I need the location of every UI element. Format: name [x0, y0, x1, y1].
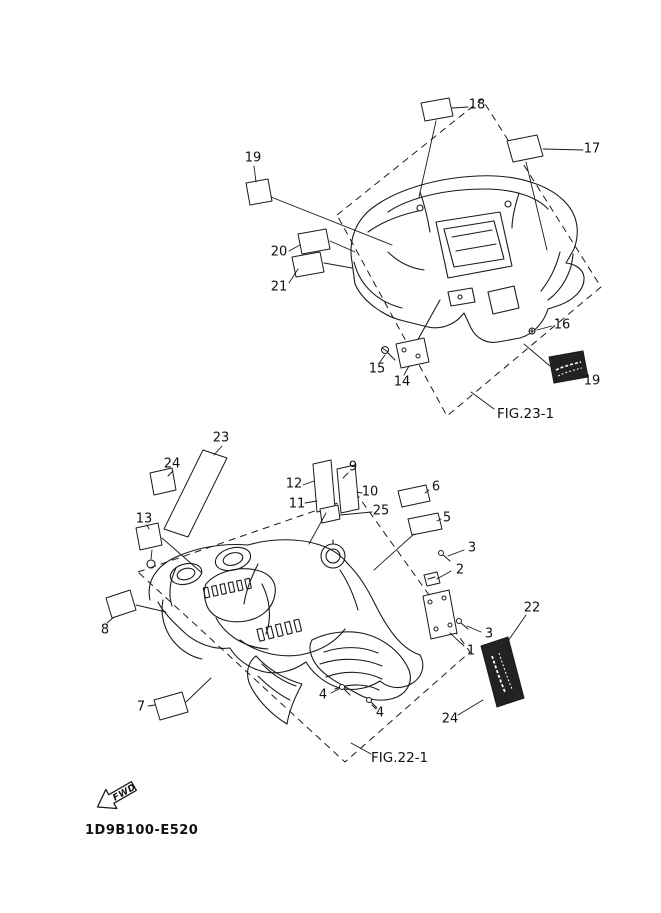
screw-16: [528, 327, 536, 335]
rear-fender-assembly: [350, 175, 585, 344]
headlight-pod-left: [169, 562, 203, 586]
sticker-20: [297, 228, 331, 255]
screw-15: [381, 346, 396, 361]
callout-6: 6: [431, 479, 441, 495]
grommet-13: [146, 559, 156, 569]
callout-24: 24: [441, 711, 459, 727]
sticker-7: [153, 691, 189, 721]
callout-15: 15: [368, 361, 386, 377]
callout-13: 13: [135, 511, 153, 527]
sticker-21: [291, 251, 325, 278]
callout-1: 1: [466, 643, 476, 659]
callout-25: 25: [372, 503, 390, 519]
front-fender-assembly: [146, 539, 424, 725]
callout-5: 5: [442, 510, 452, 526]
callout-17: 17: [583, 141, 601, 157]
callout-4: 4: [375, 705, 385, 721]
screw-4-left: [339, 684, 351, 696]
callout-18: 18: [468, 97, 486, 113]
sticker-19-top: [245, 178, 273, 206]
callout-7: 7: [136, 699, 146, 715]
sticker-6: [397, 484, 431, 508]
callout-19: 19: [583, 373, 601, 389]
front-grille: [309, 631, 411, 701]
leader-lines: [106, 106, 585, 755]
callout-22: 22: [523, 600, 541, 616]
callout-19: 19: [244, 150, 262, 166]
fwd-arrow: FWD: [96, 781, 138, 810]
callout-11: 11: [288, 496, 306, 512]
callout-16: 16: [553, 317, 571, 333]
callout-14: 14: [393, 374, 411, 390]
callout-20: 20: [270, 244, 288, 260]
callout-10: 10: [361, 484, 379, 500]
callout-3: 3: [467, 540, 477, 556]
screw-3-bottom: [456, 618, 469, 630]
screw-3-top: [438, 550, 451, 562]
screw-4-right: [366, 697, 378, 709]
sticker-5: [407, 512, 443, 536]
plate-1: [422, 589, 458, 640]
callout-9: 9: [348, 459, 358, 475]
fig23-label: FIG.23-1: [497, 406, 554, 422]
fig22-label: FIG.22-1: [371, 750, 428, 766]
callout-21: 21: [270, 279, 288, 295]
decal-23: [163, 449, 228, 538]
sticker-25: [319, 504, 341, 524]
sticker-17: [506, 134, 544, 163]
callout-2: 2: [455, 562, 465, 578]
part-code: 1D9B100-E520: [85, 823, 198, 838]
callout-3: 3: [484, 626, 494, 642]
front-panel: [247, 655, 303, 725]
sticker-18: [420, 97, 454, 122]
callout-12: 12: [285, 476, 303, 492]
washer-2: [423, 571, 441, 587]
sticker-13: [135, 522, 163, 551]
sticker-9-10: [336, 464, 360, 514]
sticker-8: [105, 589, 137, 619]
callout-24: 24: [163, 456, 181, 472]
panel-vents: [256, 618, 303, 642]
dash-vents: [202, 577, 252, 599]
emblem-22: [480, 636, 525, 708]
emblem-19: [548, 350, 589, 384]
sticker-12-11: [312, 459, 336, 513]
callout-23: 23: [212, 430, 230, 446]
callout-8: 8: [100, 622, 110, 638]
callout-4: 4: [318, 687, 328, 703]
fig22-boundary: [137, 495, 471, 763]
bracket-14: [395, 337, 430, 369]
fuel-cap: [320, 539, 346, 569]
